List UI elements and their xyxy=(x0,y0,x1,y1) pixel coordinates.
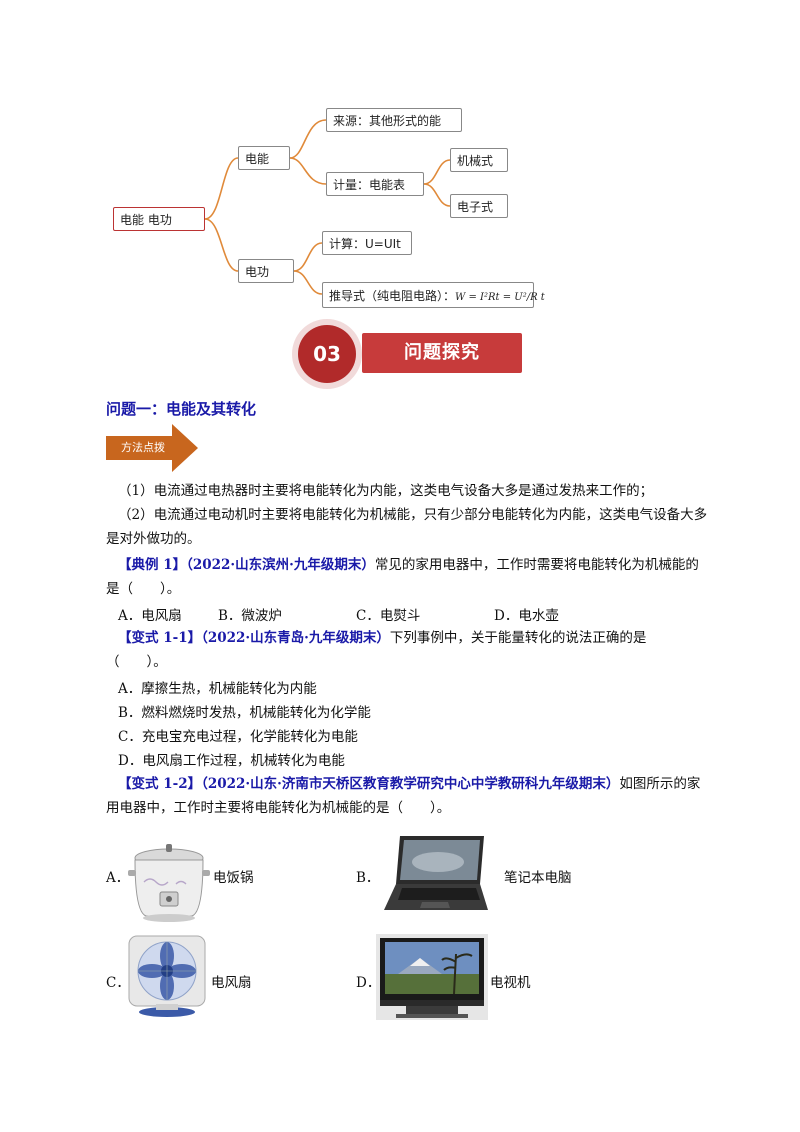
variant12-source: （2022·山东·济南市天桥区教育教学研究中心中学教研科九年级期末） xyxy=(201,776,620,792)
mind-map: 电能 电功 电能 电功 来源：其他形式的能 计量：电能表 机械式 电子式 计算：… xyxy=(0,0,800,330)
mind-map-branch-energy: 电能 xyxy=(238,146,290,170)
variant12-option-a-letter: A． xyxy=(106,870,130,886)
laptop-icon xyxy=(384,836,488,910)
mind-map-measure: 计量：电能表 xyxy=(326,172,424,196)
variant12-option-d-letter: D． xyxy=(356,975,381,991)
method-point-1: （1）电流通过电热器时主要将电能转化为内能，这类电气设备大多是通过发热来工作的； xyxy=(118,483,654,499)
mind-map-meter-mechanical: 机械式 xyxy=(450,148,508,172)
example1-tag: 【典例 1】 xyxy=(118,557,187,573)
method-tag-label: 方法点拨 xyxy=(121,441,165,454)
variant11-stem-b: （ ）。 xyxy=(106,654,167,670)
section-title-banner: 问题探究 xyxy=(362,333,522,373)
example1-stem-b: 是（ ）。 xyxy=(106,581,181,597)
variant11-tag: 【变式 1-1】 xyxy=(118,630,202,646)
mind-map-connectors xyxy=(204,119,451,295)
mind-map-root: 电能 电功 xyxy=(113,207,205,231)
method-point-2b: 是对外做功的。 xyxy=(106,531,201,547)
rice-cooker-icon xyxy=(128,844,210,922)
mind-map-derived-formula: W = I²Rt = U²/R t xyxy=(455,292,545,303)
mind-map-derived: 推导式（纯电阻电路）：W = I²Rt = U²/R t xyxy=(322,282,545,308)
example1-option-a: A．电风扇 xyxy=(118,608,182,624)
tv-icon xyxy=(376,934,488,1020)
example1-stem: 【典例 1】（2022·山东滨州·九年级期末）常见的家用电器中，工作时需要将电能… xyxy=(118,555,699,575)
variant12-tag: 【变式 1-2】 xyxy=(118,776,202,792)
section-number-badge: 03 xyxy=(298,325,356,383)
question-title: 问题一：电能及其转化 xyxy=(106,400,257,418)
variant12-stem-a: 如图所示的家 xyxy=(619,776,701,792)
example1-source: （2022·山东滨州·九年级期末） xyxy=(186,557,375,573)
mind-map-derived-label: 推导式（纯电阻电路）： xyxy=(329,289,456,303)
variant12-option-c-letter: C． xyxy=(106,975,130,991)
variant11-stem-a: 下列事例中，关于能量转化的说法正确的是 xyxy=(389,630,647,646)
mind-map-calc: 计算：U=UIt xyxy=(322,231,412,255)
variant12-stem: 【变式 1-2】（2022·山东·济南市天桥区教育教学研究中心中学教研科九年级期… xyxy=(118,774,700,794)
method-tag: 方法点拨 xyxy=(106,424,198,472)
variant11-option-d: D．电风扇工作过程，机械转化为电能 xyxy=(118,753,345,769)
method-tag-arrow-icon xyxy=(106,424,198,472)
fan-icon xyxy=(128,935,206,1017)
variant11-option-c: C．充电宝充电过程，化学能转化为电能 xyxy=(118,729,358,745)
variant12-option-c-name: 电风扇 xyxy=(211,975,252,991)
variant12-option-d-name: 电视机 xyxy=(490,975,531,991)
example1-option-c: C．电熨斗 xyxy=(356,608,421,624)
variant12-option-b-letter: B． xyxy=(356,870,380,886)
variant11-option-b: B．燃料燃烧时发热，机械能转化为化学能 xyxy=(118,705,371,721)
example1-option-b: B．微波炉 xyxy=(218,608,282,624)
mind-map-source: 来源：其他形式的能 xyxy=(326,108,462,132)
variant11-source: （2022·山东青岛·九年级期末） xyxy=(201,630,390,646)
variant12-stem-b: 用电器中，工作时主要将电能转化为机械能的是（ ）。 xyxy=(106,800,451,816)
variant11-option-a: A．摩擦生热，机械能转化为内能 xyxy=(118,681,317,697)
variant12-option-b-name: 笔记本电脑 xyxy=(504,870,572,886)
mind-map-meter-electronic: 电子式 xyxy=(450,194,508,218)
method-point-2a: （2）电流通过电动机时主要将电能转化为机械能，只有少部分电能转化为内能，这类电气… xyxy=(118,507,708,523)
variant12-option-a-name: 电饭锅 xyxy=(213,870,254,886)
mind-map-branch-work: 电功 xyxy=(238,259,294,283)
example1-stem-a: 常见的家用电器中，工作时需要将电能转化为机械能的 xyxy=(374,557,699,573)
variant11-stem: 【变式 1-1】（2022·山东青岛·九年级期末）下列事例中，关于能量转化的说法… xyxy=(118,628,646,648)
example1-option-d: D．电水壶 xyxy=(494,608,559,624)
